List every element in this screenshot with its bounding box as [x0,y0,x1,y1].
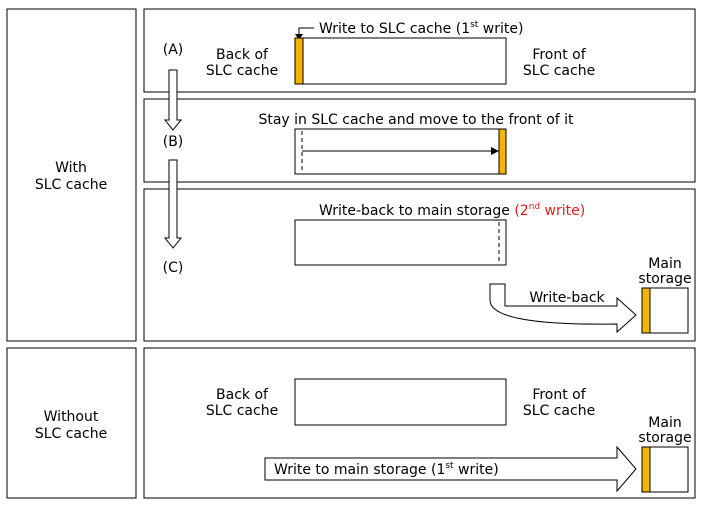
slc-cache-box-d [294,378,507,426]
without-label-line1: Without [44,409,99,425]
without-slc-cache-box [6,347,137,499]
panel-a-back-line1: Back of [216,47,269,63]
slc-cache-box-a [294,37,507,85]
write-back-arrow [489,283,637,334]
panel-c [143,188,696,342]
with-label-line1: With [55,160,87,176]
panel-a-front-line2: SLC cache [523,63,595,79]
panel-a-caption: Write to SLC cache (1st write) [319,20,523,37]
write-back-label: Write-back [529,290,605,306]
panel-a-front-line1: Front of [532,47,586,63]
pointer-line [298,27,314,36]
with-label-line2: SLC cache [35,177,107,193]
panel-c-caption: Write-back to main storage (2nd write) [319,202,585,219]
data-block-b [498,128,507,175]
move-arrowhead [491,147,499,155]
panel-d-front-line1: Front of [532,387,586,403]
panel-d-back-line1: Back of [216,387,269,403]
direct-write-arrow [264,445,637,493]
step-arrow-b-to-c [163,159,183,249]
without-label-line2: SLC cache [35,426,107,442]
panel-d-back-line2: SLC cache [206,403,278,419]
panel-a-back-line2: SLC cache [206,63,278,79]
storage-data-block-d [641,446,651,493]
with-slc-cache-box [6,8,137,342]
direct-write-label: Write to main storage (1st write) [274,461,499,478]
panel-a [143,8,696,93]
step-arrow-a-to-b [163,69,183,131]
slc-cache-box-c [294,219,507,266]
step-label-b: (B) [163,134,184,150]
panel-b-caption: Stay in SLC cache and move to the front … [258,112,574,128]
step-label-a: (A) [163,42,184,58]
panel-d [143,347,696,499]
panel-c-storage-line2: storage [638,271,691,287]
panel-d-front-line2: SLC cache [523,403,595,419]
panel-c-storage-line1: Main [648,256,681,272]
panel-d-storage-line2: storage [638,430,691,446]
panel-d-storage-line1: Main [648,415,681,431]
panel-b [143,98,696,183]
data-block-a [294,37,304,85]
storage-data-block-c [641,287,651,334]
step-label-c: (C) [163,260,184,276]
pointer-arrowhead [295,34,303,40]
